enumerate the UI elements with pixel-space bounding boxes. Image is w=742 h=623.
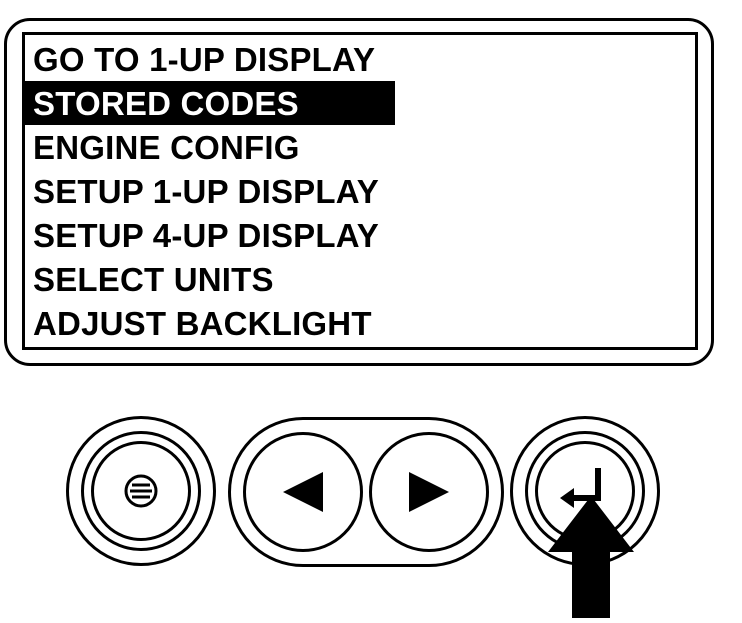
menu-item-setup-1up-display[interactable]: SETUP 1-UP DISPLAY [33,173,379,210]
enter-icon [560,468,601,508]
navigation-button-group [228,417,504,567]
right-button[interactable] [369,432,489,552]
menu-item-adjust-backlight[interactable]: ADJUST BACKLIGHT [33,305,372,342]
menu-item-engine-config[interactable]: ENGINE CONFIG [33,129,300,166]
menu-button[interactable] [66,416,216,566]
main-menu: GO TO 1-UP DISPLAY STORED CODES ENGINE C… [25,35,695,345]
left-button-face [254,443,352,541]
menu-item-stored-codes[interactable]: STORED CODES [25,81,395,125]
right-arrow-icon [409,472,449,512]
display-bezel [4,18,714,366]
pointer-arrow-icon [548,496,634,618]
menu-button-inner [81,431,201,551]
menu-item-go-to-1up-display[interactable]: GO TO 1-UP DISPLAY [33,41,376,78]
enter-button[interactable] [510,416,660,566]
display-screen: GO TO 1-UP DISPLAY STORED CODES ENGINE C… [22,32,698,350]
menu-icon [124,474,158,508]
menu-item-setup-4up-display[interactable]: SETUP 4-UP DISPLAY [33,217,379,254]
left-button[interactable] [243,432,363,552]
menu-item-select-units[interactable]: SELECT UNITS [33,261,274,298]
right-button-face [380,443,478,541]
menu-button-face [91,441,191,541]
left-arrow-icon [283,472,323,512]
